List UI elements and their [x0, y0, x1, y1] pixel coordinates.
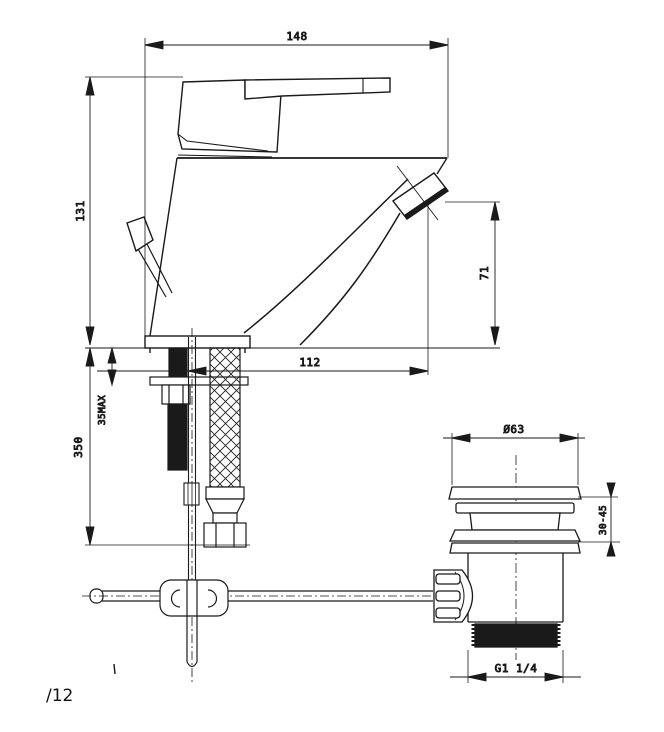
- body-left-edge: [149, 157, 178, 337]
- threaded-rod: [167, 403, 188, 471]
- dim-label-clamp-range: 30-45: [598, 505, 609, 535]
- dim-hose-drop: 350: [72, 347, 250, 546]
- drain-body-tube: [467, 553, 564, 623]
- popup-linkage: [82, 579, 440, 668]
- dim-overall-width: 148: [144, 30, 449, 336]
- dim-flange-diameter: Ø63: [443, 423, 585, 485]
- spout-upper-curve: [243, 178, 409, 334]
- handle-lever: [244, 77, 391, 100]
- faucet-assembly: [126, 77, 450, 353]
- dim-clamp-range: 30-45: [578, 482, 620, 557]
- supply-hose: [203, 347, 247, 548]
- spout-lower-curve: [299, 212, 401, 346]
- lift-rod-knob: [126, 216, 173, 298]
- clevis-coupler: [159, 579, 229, 668]
- dim-label-flange-diameter: Ø63: [503, 423, 524, 436]
- drain-seal-flange: [449, 542, 581, 554]
- dim-spout-reach: 112: [97, 205, 429, 376]
- dim-label-hose-drop: 350: [72, 436, 85, 457]
- dim-spout-height: 71: [445, 201, 500, 346]
- dim-drain-thread: G1 1/4: [450, 650, 581, 683]
- lift-rod: [183, 328, 200, 682]
- drain-neck: [469, 512, 561, 531]
- hose-collar: [205, 486, 245, 500]
- rod-tip: [186, 661, 198, 668]
- dim-label-deck-max: 35MAX: [97, 395, 108, 425]
- mounting-hardware: [149, 347, 249, 471]
- dim-label-spout-height: 71: [478, 266, 491, 280]
- dim-label-drain-thread: G1 1/4: [495, 662, 538, 675]
- aerator: [391, 165, 450, 221]
- dim-label-spout-reach: 112: [299, 356, 320, 369]
- drain-washer: [455, 502, 575, 514]
- drain-top-flange: [448, 486, 582, 500]
- aerator-axis-line: [396, 165, 439, 221]
- mounting-nut: [161, 384, 191, 405]
- hose-nut: [203, 522, 247, 548]
- rod-adjuster: [183, 482, 200, 506]
- drain-thread-section: [471, 623, 561, 648]
- drain-slide-flange: [448, 529, 582, 542]
- dim-body-height: 131: [74, 76, 183, 346]
- horseshoe-washer: [149, 376, 249, 386]
- drain-assembly: [433, 455, 582, 660]
- page-mark: /12: [46, 686, 73, 706]
- stray-tick: [113, 663, 116, 675]
- base-plate: [144, 335, 251, 353]
- dimensions: 148 131 71 112: [72, 30, 620, 683]
- body-right-chamfer: [436, 157, 448, 175]
- mounting-stud: [168, 347, 188, 378]
- horizontal-rod: [102, 590, 433, 602]
- braided-hose: [209, 347, 241, 488]
- knurled-rod-nut: [433, 569, 474, 623]
- dim-label-body-height: 131: [74, 200, 87, 221]
- dim-deck-max: 35MAX: [97, 346, 117, 426]
- dim-label-overall-width: 148: [286, 30, 307, 43]
- neck-shoulder-line: [177, 154, 273, 158]
